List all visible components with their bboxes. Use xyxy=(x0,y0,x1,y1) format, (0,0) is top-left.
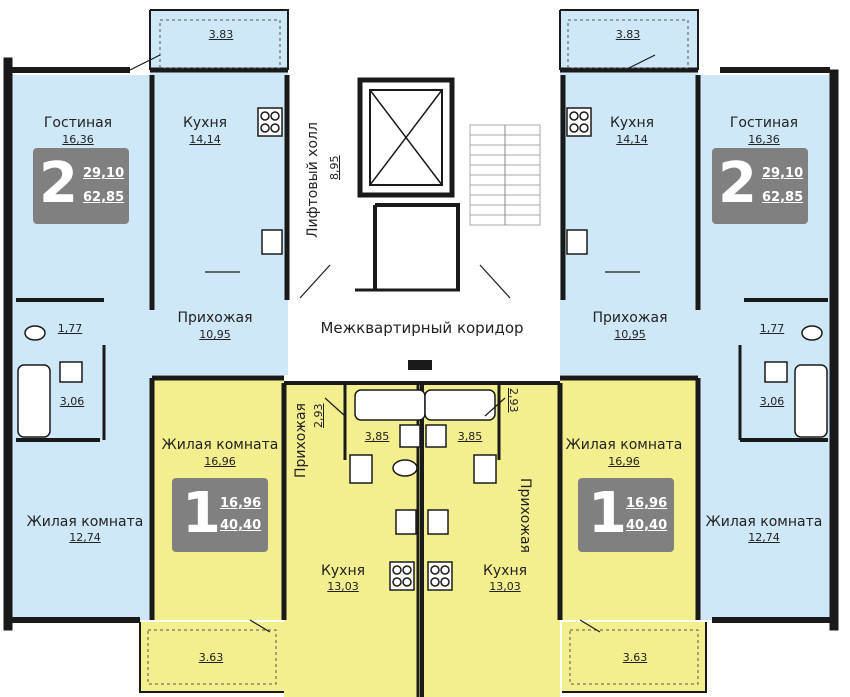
one-room-left-badge: 1 16,96 40,40 xyxy=(172,478,268,552)
balcony-top-left-area: 3.83 xyxy=(208,28,234,41)
one-room-left-living-area: 16,96 xyxy=(220,496,262,511)
wc-right-area: 1,77 xyxy=(759,322,785,335)
hall-one-right-area: 2,93 xyxy=(507,388,520,413)
kitchen-one-right-label: Кухня xyxy=(482,563,528,579)
bathroom-fixtures xyxy=(17,325,828,484)
kitchen-one-left-area: 13,03 xyxy=(327,580,359,593)
bath-one-right-area: 3,85 xyxy=(457,430,483,443)
kitchen-top-left-area: 14,14 xyxy=(189,133,221,146)
hall-one-left-area: 2,93 xyxy=(312,403,325,429)
bedroom-right-area: 12,74 xyxy=(748,531,780,544)
living-room-left-area: 16,36 xyxy=(62,133,94,146)
living-room-right-label: Гостиная xyxy=(729,115,799,131)
two-room-left-living-area: 29,10 xyxy=(83,166,125,181)
living-room-left-label: Гостиная xyxy=(43,115,113,131)
bedroom-one-right-area: 16,96 xyxy=(608,455,640,468)
bedroom-one-left-area: 16,96 xyxy=(204,455,236,468)
one-room-right-badge: 1 16,96 40,40 xyxy=(578,478,674,552)
kitchen-top-left-label: Кухня xyxy=(182,115,228,131)
kitchen-top-right-area: 14,14 xyxy=(616,133,648,146)
hall-left-label: Прихожая xyxy=(177,310,253,326)
hall-left-area: 10,95 xyxy=(199,328,231,341)
one-room-apartment-left-fill xyxy=(140,378,422,697)
two-room-right-badge: 2 29,10 62,85 xyxy=(712,148,808,224)
kitchen-top-right-label: Кухня xyxy=(609,115,655,131)
bath-left-area: 3,06 xyxy=(59,395,85,408)
one-room-right-living-area: 16,96 xyxy=(626,496,668,511)
lift-shaft xyxy=(355,77,460,292)
living-room-right-area: 16,36 xyxy=(748,133,780,146)
lift-hall-area: 8,95 xyxy=(328,155,341,181)
bedroom-one-left-label: Жилая комната xyxy=(161,437,279,453)
one-room-right-rooms: 1 xyxy=(588,481,627,546)
bath-right-area: 3,06 xyxy=(759,395,785,408)
bedroom-left-label: Жилая комната xyxy=(26,514,144,530)
hall-right-label: Прихожая xyxy=(592,310,668,326)
two-room-right-rooms: 2 xyxy=(718,151,757,216)
one-room-left-rooms: 1 xyxy=(182,481,221,546)
balcony-top-right-area: 3.83 xyxy=(615,28,641,41)
kitchen-one-left-label: Кухня xyxy=(320,563,366,579)
balcony-bottom-left-area: 3.63 xyxy=(198,651,224,664)
stairs xyxy=(469,124,541,226)
bedroom-left-area: 12,74 xyxy=(69,531,101,544)
wc-left-area: 1,77 xyxy=(57,322,83,335)
hall-one-left-label: Прихожая xyxy=(293,403,309,478)
corridor-label: Межквартирный коридор xyxy=(320,319,524,337)
door-swings xyxy=(129,54,656,633)
lift-hall-label: Лифтовый холл xyxy=(305,122,321,238)
hall-one-right-label: Прихожая xyxy=(517,478,533,553)
two-room-left-badge: 2 29,10 62,85 xyxy=(33,148,129,224)
bedroom-one-right-label: Жилая комната xyxy=(565,437,683,453)
one-room-left-total-area: 40,40 xyxy=(220,518,262,533)
kitchen-one-right-area: 13,03 xyxy=(489,580,521,593)
bedroom-right-label: Жилая комната xyxy=(705,514,823,530)
one-room-right-total-area: 40,40 xyxy=(626,518,668,533)
two-room-right-living-area: 29,10 xyxy=(762,166,804,181)
two-room-left-rooms: 2 xyxy=(39,151,78,216)
walls xyxy=(3,9,839,697)
kitchen-appliances xyxy=(257,107,592,591)
bath-one-left-area: 3,85 xyxy=(364,430,390,443)
two-room-right-total-area: 62,85 xyxy=(762,190,804,205)
balcony-bottom-right-area: 3.63 xyxy=(622,651,648,664)
hall-right-area: 10,95 xyxy=(614,328,646,341)
two-room-left-total-area: 62,85 xyxy=(83,190,125,205)
